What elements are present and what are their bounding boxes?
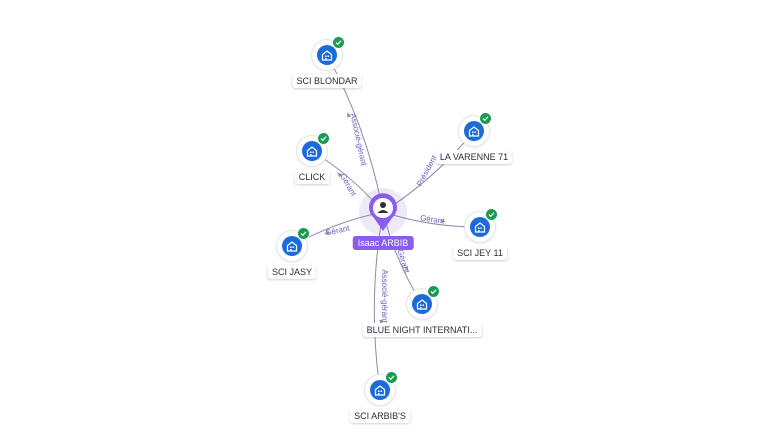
edge-arrow-icon xyxy=(337,172,343,178)
verified-check-icon xyxy=(479,112,492,125)
edge-label: Associé-gérant xyxy=(380,269,389,323)
edge-arrow-icon xyxy=(379,319,384,325)
company-label: SCI JEY 11 xyxy=(453,246,507,260)
center-person-label: Isaac ARBIB xyxy=(352,236,414,250)
company-label: LA VARENNE 71 xyxy=(435,150,513,164)
company-label: SCI ARBIB'S xyxy=(350,409,410,423)
verified-check-icon xyxy=(317,132,330,145)
verified-check-icon xyxy=(385,371,398,384)
verified-check-icon xyxy=(297,227,310,240)
edge-arrow-icon xyxy=(440,218,446,223)
edge-label: Associé-gérant xyxy=(348,112,368,167)
company-label: BLUE NIGHT INTERNATI... xyxy=(362,323,482,337)
person-pin-icon xyxy=(369,193,397,231)
edge-arrow-icon xyxy=(324,230,330,235)
building-icon xyxy=(302,141,322,161)
company-label: SCI BLONDAR xyxy=(292,74,362,88)
company-label: SCI JASY xyxy=(267,265,317,279)
edge-label: Gérant xyxy=(338,172,358,198)
building-icon xyxy=(282,236,302,256)
edge-label: Gérant xyxy=(325,223,352,237)
edge-label: Gérant xyxy=(420,213,446,225)
edge-arrow-icon xyxy=(347,112,352,118)
verified-check-icon xyxy=(485,208,498,221)
verified-check-icon xyxy=(332,36,345,49)
edge-arrow-icon xyxy=(404,265,409,272)
edge-label: Gérant xyxy=(395,248,411,275)
company-label: CLICK xyxy=(294,170,330,184)
building-icon xyxy=(370,380,390,400)
edge-line xyxy=(373,211,384,391)
building-icon xyxy=(412,294,432,314)
building-icon xyxy=(464,121,484,141)
building-icon xyxy=(317,45,337,65)
building-icon xyxy=(470,217,490,237)
edge-line xyxy=(326,54,384,213)
verified-check-icon xyxy=(427,285,440,298)
